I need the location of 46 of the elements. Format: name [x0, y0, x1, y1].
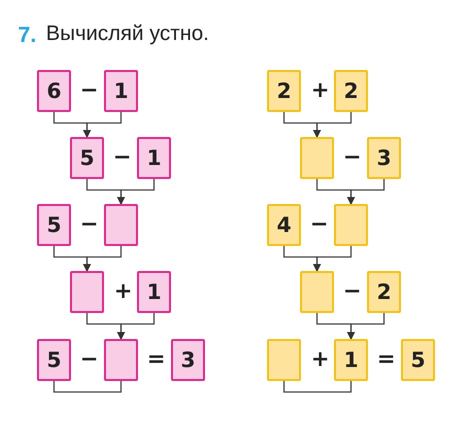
operator-sign: +: [311, 349, 330, 371]
operator-sign: =: [377, 349, 396, 371]
number-box: 2: [334, 70, 368, 112]
number-box: 1: [334, 339, 368, 381]
number-box: 5: [37, 339, 71, 381]
empty-answer-box: [334, 204, 368, 246]
number-box: 1: [137, 271, 171, 313]
operator-sign: +: [114, 281, 132, 303]
bracket-line: [283, 381, 352, 393]
number-box: 4: [267, 204, 301, 246]
arrow: [313, 246, 352, 272]
arrow: [117, 179, 155, 205]
empty-answer-box: [70, 271, 104, 313]
number-box: 1: [137, 137, 171, 179]
number-box: 5: [401, 339, 435, 381]
exercise-title: Вычисляй устно.: [46, 22, 209, 46]
operator-sign: −: [113, 147, 132, 169]
number-box: 2: [267, 70, 301, 112]
number-box: 5: [37, 204, 71, 246]
empty-answer-box: [300, 137, 334, 179]
number-box: 6: [37, 70, 71, 112]
arrow: [117, 313, 155, 340]
number-box: 2: [367, 271, 401, 313]
arrow: [347, 179, 385, 205]
number-box: 1: [104, 70, 138, 112]
bracket-line: [53, 381, 122, 393]
operator-sign: −: [80, 214, 98, 236]
empty-answer-box: [300, 271, 334, 313]
operator-sign: −: [343, 281, 362, 303]
arrow: [83, 246, 122, 272]
empty-answer-box: [104, 339, 138, 381]
operator-sign: −: [80, 349, 98, 371]
exercise-number: 7.: [18, 24, 36, 46]
number-box: 5: [70, 137, 104, 179]
number-box: 3: [171, 339, 205, 381]
operator-sign: −: [310, 214, 328, 236]
operator-sign: =: [147, 349, 166, 371]
empty-answer-box: [267, 339, 301, 381]
empty-answer-box: [104, 204, 138, 246]
arrow: [83, 112, 122, 138]
arrow: [313, 112, 352, 138]
number-box: 3: [367, 137, 401, 179]
operator-sign: +: [311, 80, 330, 102]
operator-sign: −: [343, 147, 362, 169]
arrow: [347, 313, 385, 340]
operator-sign: −: [80, 80, 98, 102]
